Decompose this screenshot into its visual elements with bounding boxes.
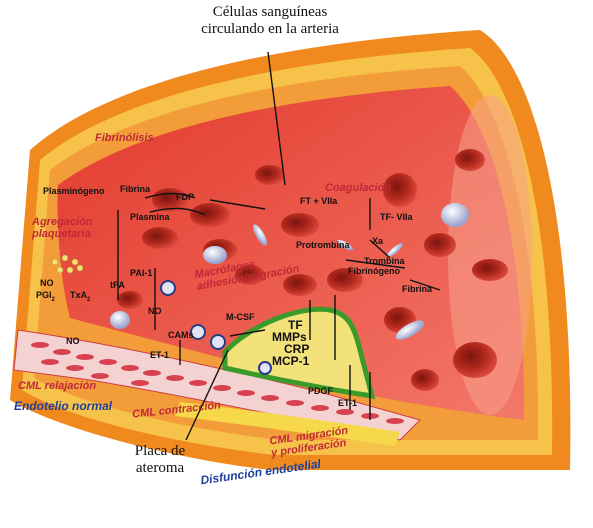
label-agregacion-line2: plaquetaria	[32, 228, 93, 240]
callout-plaque-line2: ateroma	[115, 460, 205, 477]
label-txa2: TxA2	[70, 290, 90, 305]
label-pgi2: PGI2	[36, 290, 55, 305]
label-mmps: MMPs	[272, 332, 307, 342]
label-trombina: Trombina	[364, 256, 405, 266]
label-pai1: PAI-1	[130, 268, 152, 278]
label-fibrina-right: Fibrina	[402, 284, 432, 294]
label-tf-viia: TF- VIIa	[380, 212, 413, 222]
callout-blood-cells-line1: Células sanguíneas	[150, 4, 390, 21]
label-tpa: tPA	[110, 280, 125, 290]
label-no-c: NO	[148, 306, 162, 316]
label-fibrinogeno: Fibrinógeno	[348, 266, 400, 276]
label-fibrina-top: Fibrina	[120, 184, 150, 194]
label-tf: TF	[288, 320, 303, 330]
callout-plaque-line1: Placa de	[115, 443, 205, 460]
callout-plaque: Placa de ateroma	[115, 443, 205, 477]
callout-blood-cells: Células sanguíneas circulando en la arte…	[150, 4, 390, 38]
label-txa2-text: TxA	[70, 290, 87, 300]
label-mcsf: M-CSF	[226, 312, 255, 322]
label-agregacion: Agregación plaquetaria	[32, 216, 93, 240]
label-crp: CRP	[284, 344, 309, 354]
label-cams: CAMs	[168, 330, 194, 340]
label-plasminogeno: Plasminógeno	[43, 186, 105, 196]
label-no-b: NO	[66, 336, 80, 346]
label-et1-a: ET-1	[150, 350, 169, 360]
label-et1-b: ET-1	[338, 398, 357, 408]
label-ft-viia: FT + VIIa	[300, 196, 337, 206]
label-fibrinolisis: Fibrinólisis	[95, 132, 154, 144]
label-fdp: FDP	[176, 192, 194, 202]
label-no-a: NO	[40, 278, 54, 288]
label-mcp1: MCP-1	[272, 356, 309, 366]
callout-blood-cells-line2: circulando en la arteria	[150, 21, 390, 38]
label-xa: Xa	[372, 236, 383, 246]
label-protrombina: Protrombina	[296, 240, 350, 250]
label-endotelio-normal: Endotelio normal	[14, 400, 112, 413]
label-plasmina: Plasmina	[130, 212, 170, 222]
label-pdgf: PDGF	[308, 386, 333, 396]
label-coagulacion: Coagulación	[325, 182, 391, 194]
label-cml-relajacion: CML relajación	[18, 380, 96, 392]
label-pgi2-text: PGI	[36, 290, 52, 300]
label-agregacion-line1: Agregación	[32, 216, 93, 228]
